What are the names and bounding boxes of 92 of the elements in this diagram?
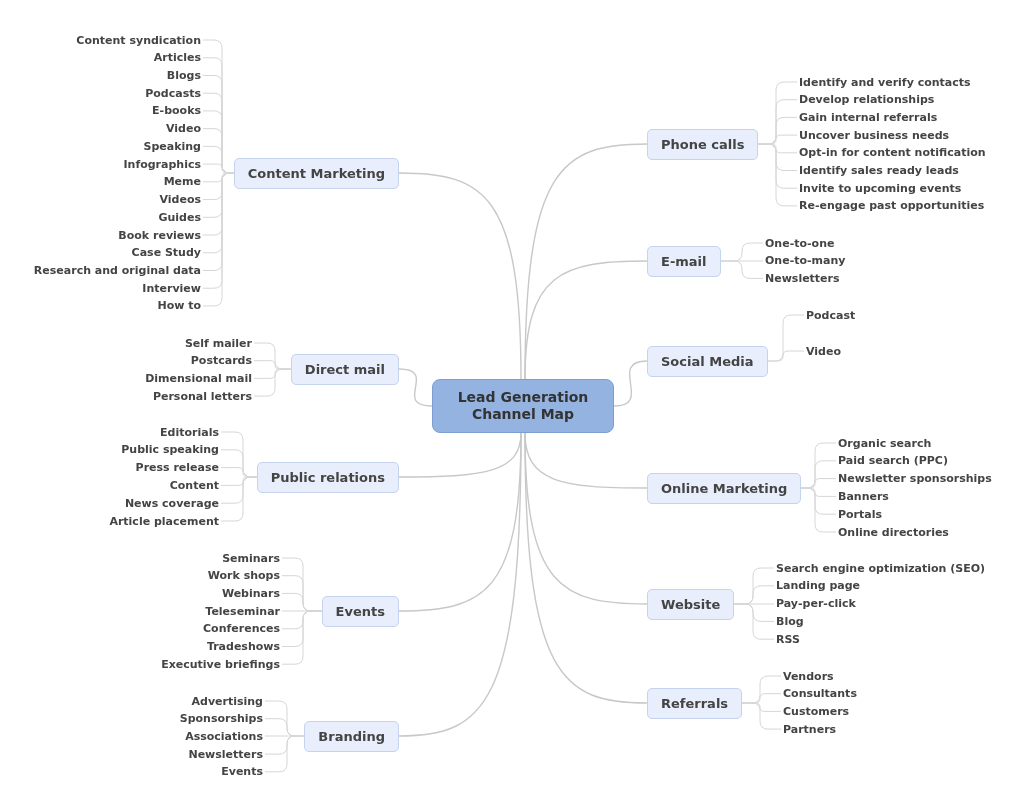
connector-line: [741, 702, 782, 730]
subtopic-label: Executive briefings: [161, 657, 280, 671]
connector-line: [733, 603, 775, 640]
connector-line: [767, 350, 805, 362]
subtopic-label: Webinars: [221, 586, 280, 600]
subtopic-label: Organic search: [838, 436, 932, 450]
connector-line: [757, 143, 798, 207]
subtopic-label: Newsletter sponsorships: [838, 472, 992, 486]
subtopic-label: Conferences: [203, 622, 280, 636]
subtopic-label: Re-engage past opportunities: [799, 199, 985, 213]
subtopic-label: Develop relationships: [799, 93, 935, 107]
subtopic-label: Content syndication: [76, 33, 201, 47]
subtopic-label: Identify sales ready leads: [799, 164, 959, 177]
topic-box: Phone calls: [647, 128, 759, 160]
subtopic-label: Banners: [838, 489, 889, 503]
subtopic-label: Sponsorships: [179, 712, 263, 726]
connector-line: [281, 610, 323, 665]
subtopic-label: Personal letters: [152, 389, 252, 403]
connector-line: [524, 260, 648, 380]
subtopic-label: Work shops: [207, 569, 280, 583]
subtopic-label: Online directories: [838, 525, 949, 539]
subtopic-label: Blogs: [166, 68, 201, 82]
subtopic-label: Partners: [783, 722, 837, 736]
subtopic-label: Paid search (PPC): [838, 454, 948, 468]
subtopic-label: Speaking: [143, 139, 201, 153]
subtopic-label: Pay-per-click: [776, 597, 856, 611]
subtopic-label: Postcards: [190, 354, 252, 368]
subtopic-label: One-to-one: [765, 236, 835, 250]
subtopic-label: Editorials: [160, 425, 219, 439]
subtopic-label: Search engine optimization (SEO): [776, 561, 986, 575]
central-topic-box: Lead Generation Channel Map: [432, 379, 614, 433]
topic-box: Events: [321, 595, 399, 627]
topic-box: Direct mail: [290, 353, 399, 385]
topic-box: Branding: [304, 720, 399, 752]
subtopic-label: Videos: [159, 193, 201, 207]
topic-box: Content Marketing: [233, 157, 399, 189]
subtopic-label: Events: [221, 765, 263, 779]
subtopic-label: Consultants: [783, 687, 857, 701]
subtopic-label: Content: [169, 478, 219, 492]
connector-line: [800, 487, 837, 533]
subtopic-label: Advertising: [191, 694, 263, 708]
connector-line: [398, 172, 522, 380]
subtopic-label: News coverage: [124, 496, 219, 510]
topic-box: Online Marketing: [647, 472, 802, 504]
subtopic-label: Podcast: [806, 308, 856, 322]
subtopic-label: RSS: [776, 632, 800, 646]
subtopic-label: Video: [166, 122, 201, 136]
subtopic-label: Identify and verify contacts: [799, 75, 971, 89]
subtopic-label: Dimensional mail: [145, 371, 252, 385]
connector-line: [264, 735, 305, 773]
subtopic-label: Portals: [838, 507, 883, 521]
connector-line: [253, 368, 292, 397]
subtopic-label: Interview: [142, 281, 201, 295]
subtopic-label: Newsletters: [765, 271, 840, 285]
subtopic-label: Customers: [783, 704, 850, 718]
subtopic-label: Press release: [135, 461, 219, 475]
subtopic-label: Article placement: [109, 514, 219, 528]
subtopic-label: Gain internal referrals: [799, 110, 938, 124]
subtopic-label: Tradeshows: [206, 640, 280, 653]
subtopic-label: Seminars: [222, 551, 280, 565]
topic-box: Social Media: [647, 345, 768, 377]
topic-box: Website: [647, 588, 735, 620]
subtopic-label: Podcasts: [145, 86, 201, 100]
subtopic-label: Guides: [158, 210, 201, 224]
subtopic-label: Articles: [153, 51, 201, 65]
subtopic-label: Research and original data: [33, 264, 201, 277]
subtopic-label: Self mailer: [184, 336, 252, 350]
subtopic-label: Associations: [185, 729, 263, 743]
subtopic-label: Opt-in for content notification: [799, 146, 986, 160]
topic-box: E-mail: [647, 245, 721, 277]
subtopic-label: Infographics: [123, 157, 201, 171]
connector-line: [398, 368, 433, 407]
topic-box: Public relations: [256, 461, 399, 493]
connector-line: [613, 360, 648, 407]
subtopic-label: Vendors: [783, 669, 834, 683]
subtopic-label: Case Study: [131, 246, 201, 260]
subtopic-label: E-books: [152, 104, 201, 118]
subtopic-label: Meme: [163, 175, 201, 189]
topic-box: Referrals: [647, 687, 743, 719]
subtopic-label: Book reviews: [118, 228, 201, 242]
connector-line: [220, 476, 258, 522]
connector-line: [720, 260, 764, 279]
subtopic-label: One-to-many: [765, 254, 846, 268]
subtopic-label: Newsletters: [188, 747, 263, 761]
subtopic-label: Teleseminar: [205, 604, 280, 618]
subtopic-label: Uncover business needs: [799, 128, 950, 142]
subtopic-label: Blog: [776, 614, 804, 628]
subtopic-label: Invite to upcoming events: [799, 181, 962, 195]
subtopic-label: How to: [157, 299, 201, 313]
subtopic-label: Video: [806, 344, 841, 358]
subtopic-label: Public speaking: [121, 443, 219, 457]
subtopic-label: Landing page: [776, 579, 861, 593]
